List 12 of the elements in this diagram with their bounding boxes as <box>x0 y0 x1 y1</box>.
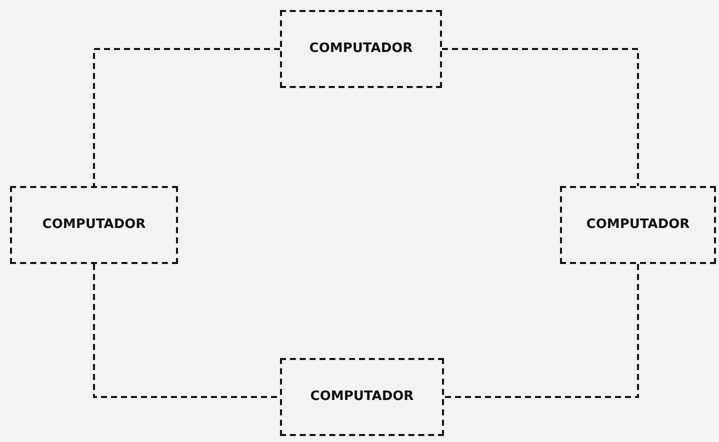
dashed-connector <box>93 48 280 186</box>
node-label: COMPUTADOR <box>42 216 146 234</box>
dashed-connector <box>444 264 639 398</box>
computer-box <box>280 10 442 88</box>
node-label: COMPUTADOR <box>586 216 690 234</box>
dashed-connector <box>442 48 639 186</box>
node-label: COMPUTADOR <box>310 388 414 406</box>
computer-box <box>10 186 178 264</box>
dashed-connector <box>93 264 280 398</box>
node-label: COMPUTADOR <box>309 40 413 58</box>
computer-box <box>560 186 716 264</box>
computer-box <box>280 358 444 436</box>
